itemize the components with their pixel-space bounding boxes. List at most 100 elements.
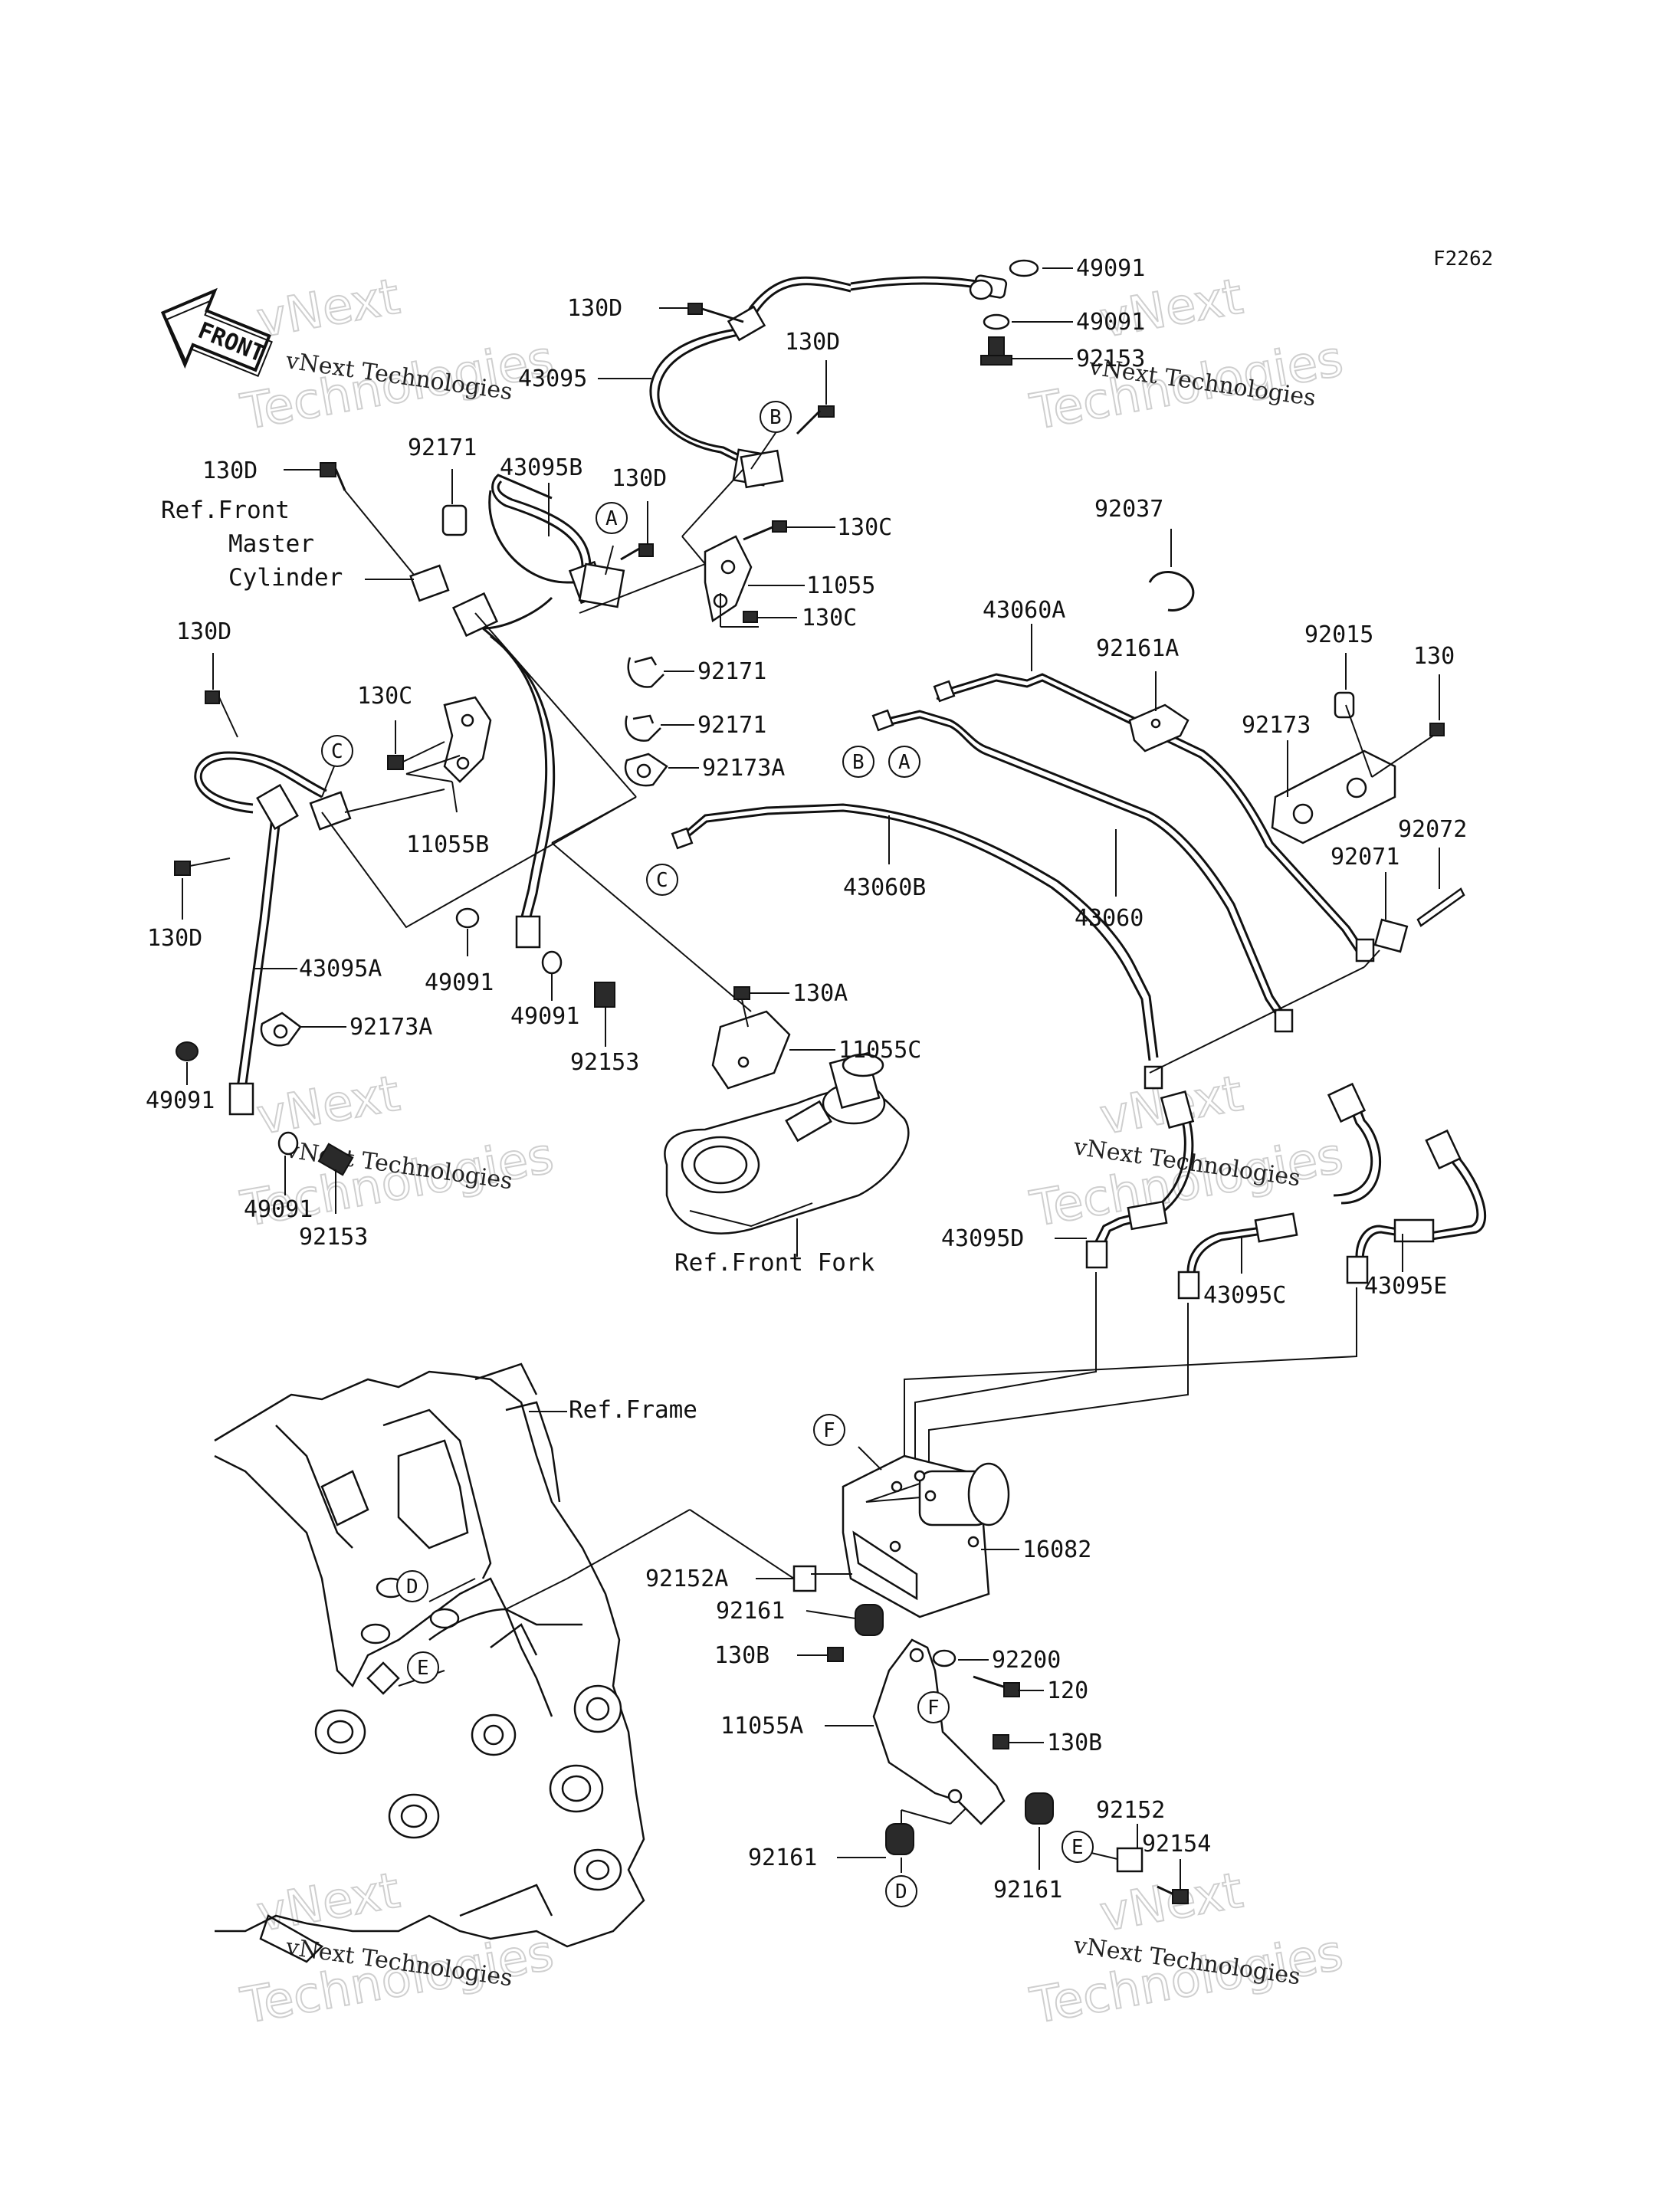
brake-hose-43095e — [1346, 1129, 1487, 1284]
watermark-bottom-left: vNext Technologies vNext Technologies — [236, 1861, 559, 2036]
washer-49091 — [455, 907, 480, 929]
grommet-92161 — [855, 1604, 884, 1636]
hose-clamp — [740, 449, 784, 489]
hose-clamp — [578, 562, 625, 608]
bolt-130c — [743, 611, 758, 623]
part-label: 43095B — [500, 454, 582, 481]
bolt-130a — [733, 986, 750, 1028]
part-label: 43095C — [1203, 1282, 1286, 1309]
bolt-130d — [620, 543, 654, 561]
hose-clamp — [309, 791, 352, 831]
ref-label-front-master-cylinder: Master — [228, 530, 314, 558]
watermark-top-left: vNext Technologies vNext Technologies — [236, 267, 559, 442]
part-label: 43095 — [518, 366, 587, 392]
brake-pipe-43060a — [933, 673, 1366, 954]
svg-text:A: A — [898, 751, 911, 774]
brake-pipe-43060 — [871, 709, 1289, 1023]
part-label: 49091 — [510, 1003, 579, 1030]
brake-hose-43095 — [649, 274, 1008, 487]
banjo-fitting — [969, 279, 993, 300]
banjo-bolt-92153 — [317, 1143, 354, 1176]
callout-b: B — [760, 401, 792, 433]
brake-hose-43095c — [1177, 1082, 1382, 1300]
part-label: 130D — [202, 457, 258, 484]
part-label: 130D — [785, 329, 840, 356]
part-label: 49091 — [244, 1196, 313, 1223]
pipe-fitting — [1355, 938, 1375, 962]
svg-text:E: E — [1071, 1836, 1084, 1859]
part-label: 92171 — [697, 658, 766, 685]
callout-c: C — [321, 735, 353, 767]
callout-c: C — [646, 864, 678, 896]
part-label: 43060 — [1075, 905, 1144, 932]
connector-92171 — [441, 504, 468, 536]
part-label: 92037 — [1094, 496, 1163, 523]
callout-d: D — [396, 1570, 428, 1602]
part-label: 16082 — [1022, 1536, 1091, 1563]
diagram-code: F2262 — [1433, 248, 1493, 271]
ref-label-front-master-cylinder: Cylinder — [228, 564, 343, 592]
washer-92200 — [932, 1649, 956, 1667]
part-label: 11055B — [406, 831, 489, 858]
collar-92152a — [792, 1565, 817, 1592]
damper-92173 — [1271, 749, 1396, 844]
ref-label-front-fork: Ref.Front Fork — [674, 1249, 875, 1277]
watermark-text: vNext — [253, 268, 404, 349]
svg-text:E: E — [417, 1657, 429, 1680]
part-label: 92173A — [349, 1014, 432, 1041]
part-label: 130C — [357, 683, 412, 710]
part-label: 92171 — [408, 434, 477, 461]
part-label: 92173A — [702, 755, 785, 782]
svg-text:A: A — [605, 507, 618, 530]
bolt-130d — [205, 690, 238, 738]
bolt-130c — [743, 520, 787, 541]
bracket-11055c — [711, 1010, 791, 1090]
collar-92015 — [1334, 691, 1355, 719]
part-label: 43095A — [299, 956, 382, 982]
part-label: 92071 — [1331, 844, 1399, 871]
bracket-11055 — [704, 535, 753, 623]
ref-label-front-master-cylinder: Ref.Front — [161, 497, 290, 524]
grommet-92161 — [885, 1823, 914, 1855]
part-label: 92154 — [1142, 1831, 1211, 1858]
part-label: 92152A — [645, 1566, 728, 1592]
collar-92152 — [1116, 1847, 1144, 1873]
callout-e: E — [1061, 1831, 1094, 1863]
washer-49091 — [1009, 259, 1039, 277]
clip-92171 — [627, 656, 664, 688]
part-label: 49091 — [425, 969, 494, 996]
part-label: 130D — [612, 465, 667, 492]
part-label: 92171 — [697, 712, 766, 739]
part-label: 11055C — [838, 1037, 921, 1064]
callout-f: F — [813, 1414, 845, 1446]
part-label: 130A — [792, 980, 848, 1007]
pipe-fitting — [1274, 1008, 1294, 1033]
part-label: 92072 — [1398, 816, 1467, 843]
part-label: 120 — [1047, 1677, 1088, 1704]
bracket-11055a — [872, 1638, 1006, 1825]
part-label: 43060A — [983, 597, 1065, 624]
pipe-fitting — [1144, 1065, 1163, 1090]
brake-pipe-43060b — [671, 803, 1159, 1061]
part-label: 92200 — [992, 1647, 1061, 1674]
part-label: 130B — [714, 1642, 769, 1669]
banjo-bolt-92153 — [594, 982, 615, 1008]
part-label: 130B — [1047, 1730, 1102, 1756]
banjo-bolt-92153 — [980, 336, 1012, 366]
ref-label-frame: Ref.Frame — [569, 1396, 697, 1424]
brake-hose-43095d — [1085, 1090, 1195, 1269]
watermark-text: vNext — [253, 1065, 404, 1146]
bolt-120 — [973, 1675, 1020, 1697]
part-label: 130C — [837, 514, 892, 541]
part-label: 92161 — [716, 1598, 785, 1625]
banjo-fitting — [409, 564, 450, 602]
bracket-11055b — [443, 696, 492, 783]
watermark-text: vNext — [1096, 1862, 1247, 1943]
watermark-top-right: vNext Technologies vNext Technologies — [1025, 267, 1348, 442]
part-label: 130D — [147, 925, 202, 952]
clamp-92173a — [625, 753, 668, 787]
part-label: 130D — [176, 618, 231, 645]
clamp-92173a — [260, 1012, 302, 1047]
